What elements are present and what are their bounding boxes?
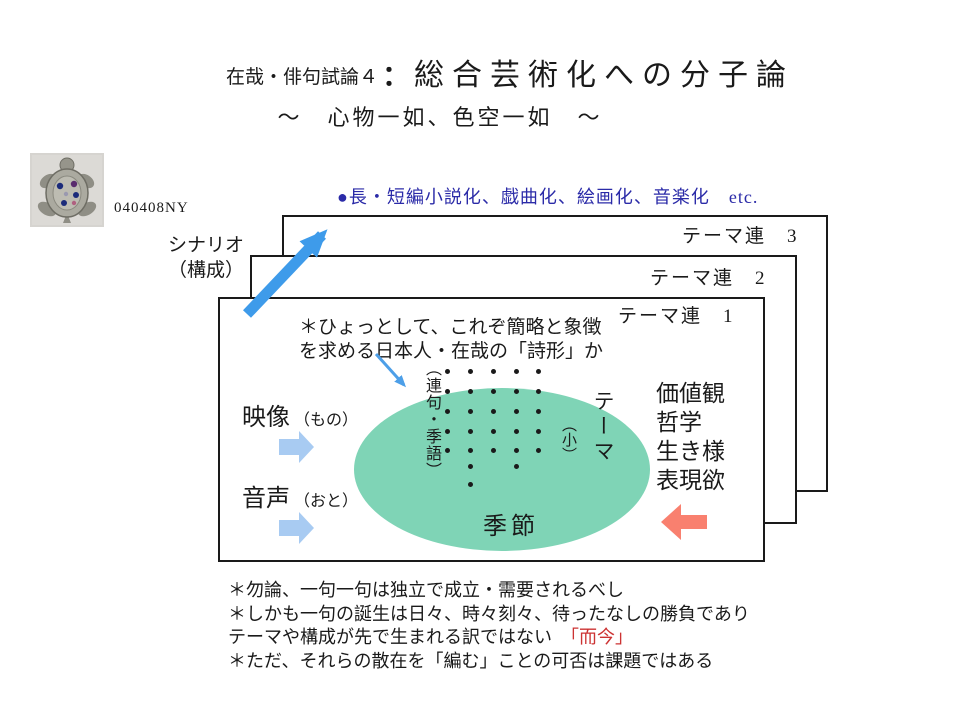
audio-input-arrow-icon [279, 512, 314, 544]
value-item-4: 表現欲 [656, 468, 725, 493]
scenario-label: シナリオ （構成） [156, 233, 256, 283]
input-label-video: 映像 （もの） [242, 397, 358, 432]
theme-card-1-label: テーマ連 1 [618, 306, 735, 327]
theme-card-3-label: テーマ連 3 [682, 226, 799, 247]
theme-small-vertical-label: （小） [560, 417, 576, 462]
note-text: ＊ひょっとして、これぞ簡略と象徴 を求める日本人・在哉の「詩形」か [299, 316, 603, 364]
footer-line2: ＊しかも一句の誕生は日々、時々刻々、待ったなしの勝負であり [228, 603, 750, 624]
page-title: 在哉・俳句試論４ ： 総合芸術化への分子論 [30, 50, 960, 94]
page-subtitle: ～ 心物一如、色空一如 ～ [277, 105, 603, 130]
theme-vertical-label: テーマ [591, 390, 615, 465]
footer-notes: ＊勿論、一句一句は独立で成立・需要されるべし ＊しかも一句の誕生は日々、時々刻々… [228, 579, 750, 673]
footer-line3-pre: テーマや構成が先で生まれる訳ではない [228, 627, 570, 647]
renku-kigo-vertical-label: （連句・季語） [423, 360, 440, 479]
value-item-3: 生き様 [656, 439, 725, 464]
footer-line1: ＊勿論、一句一句は独立で成立・需要されるべし [228, 580, 624, 600]
note-arrow-icon [374, 352, 407, 388]
audio-sub-label: （おと） [294, 493, 359, 510]
season-label: 季節 [483, 514, 539, 540]
title-prefix: 在哉・俳句試論４ [225, 67, 378, 88]
photo-caption: 040408NY [114, 200, 189, 216]
adaptation-bullet-text: ●長・短編小説化、戯曲化、絵画化、音楽化 etc. [337, 187, 759, 207]
values-arrow-icon [661, 504, 707, 540]
title-colon: ： [382, 61, 411, 92]
audio-label: 音声 [242, 486, 290, 512]
footer-line3: テーマや構成が先で生まれる訳ではない 「而今」 [228, 626, 750, 650]
note-line2: を求める日本人・在哉の「詩形」か [299, 341, 604, 362]
title-main: 総合芸術化への分子論 [414, 59, 795, 92]
values-list: 価値観 哲学 生き様 表現欲 [656, 379, 725, 495]
footer-line3-red: 「而今」 [570, 627, 633, 647]
theme-card-2-label: テーマ連 2 [650, 268, 767, 289]
scenario-label-line2: （構成） [167, 260, 244, 281]
turtle-photo-icon [30, 153, 104, 227]
scenario-label-line1: シナリオ [167, 235, 244, 256]
input-label-audio: 音声 （おと） [242, 478, 358, 513]
scenario-arrow-icon [243, 229, 328, 318]
footer-line4: ＊ただ、それらの散在を「編む」ことの可否は課題ではある [228, 650, 714, 671]
haiku-field-ellipse [354, 388, 650, 551]
video-sub-label: （もの） [294, 412, 359, 429]
value-item-1: 価値観 [656, 381, 725, 406]
note-line1: ＊ひょっとして、これぞ簡略と象徴 [299, 317, 602, 338]
value-item-2: 哲学 [656, 410, 702, 435]
video-input-arrow-icon [279, 431, 314, 463]
video-label: 映像 [242, 405, 290, 431]
